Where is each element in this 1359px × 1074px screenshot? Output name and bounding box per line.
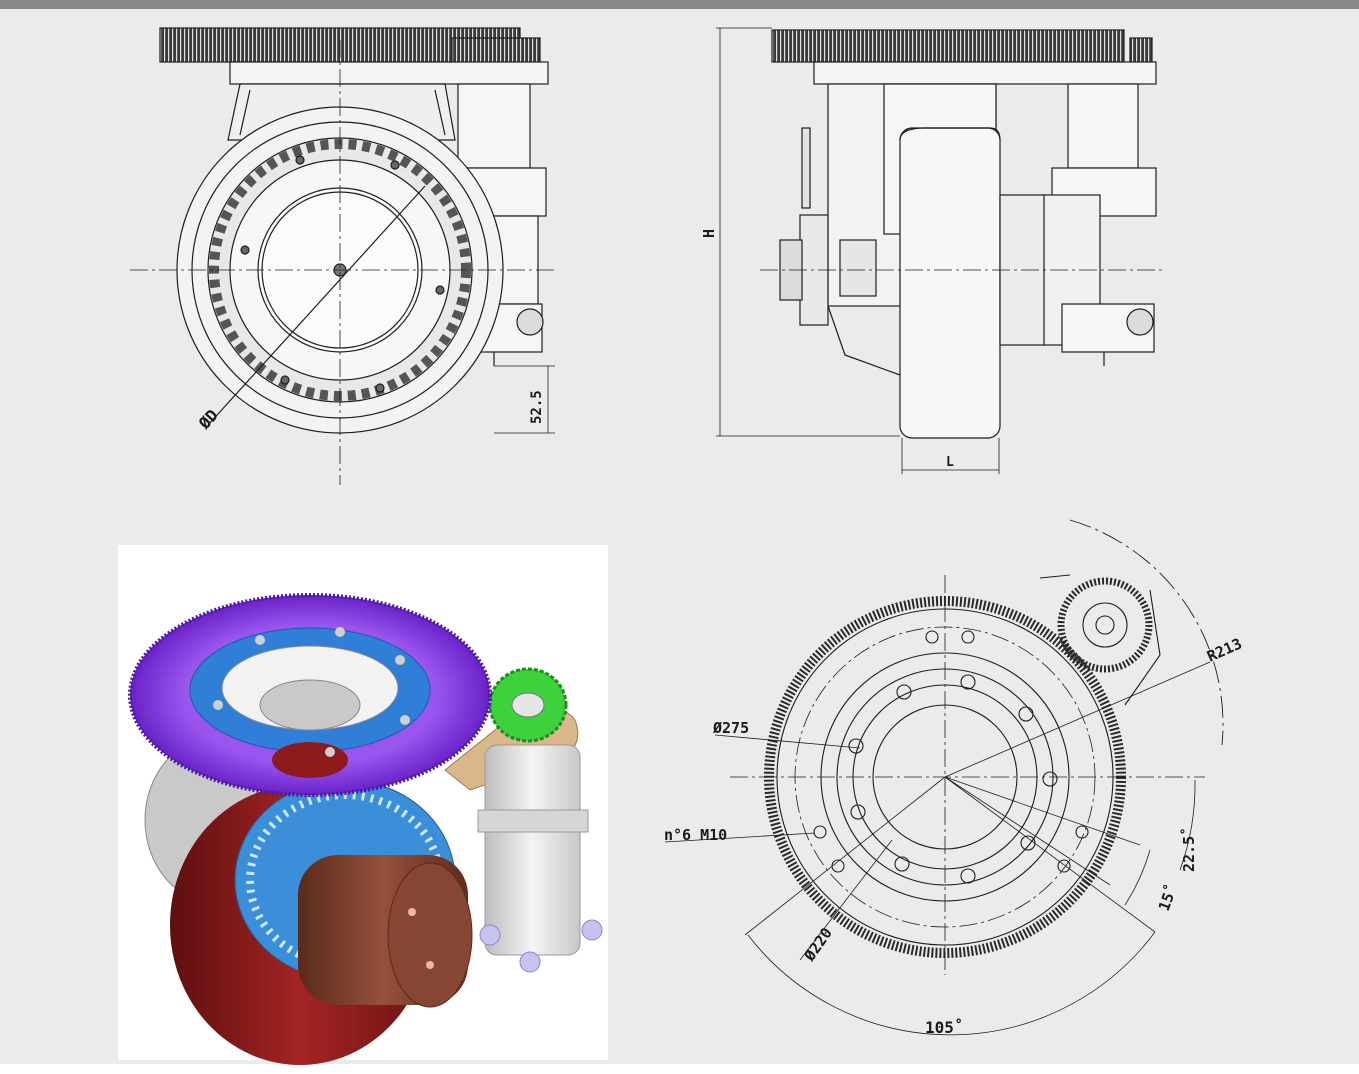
side-wheel [899,127,1001,439]
bottom-angle-105-label: 105˚ [925,1018,964,1037]
isometric-render [118,545,608,1065]
bottom-angle-15-label: 15˚ [1155,882,1181,914]
front-diameter-label: ØD [194,406,222,434]
bottom-ring-diameter-label: Ø275 [712,719,749,737]
side-height-label: H [700,229,718,238]
sheet-bottom-margin [0,1064,1359,1074]
bottom-radius-label: R213 [1204,635,1244,666]
front-offset-dimension: 52.5 [529,390,545,424]
side-ring-gear [771,29,1125,63]
bottom-pinion-gear [1057,577,1153,673]
render-steering-column [484,744,581,956]
side-view [716,27,1162,474]
front-view [130,27,555,485]
side-length-label: L [946,455,954,470]
bottom-angle-22-5-label: 22.5˚ [1180,827,1198,872]
bottom-pcd-label: Ø220 [800,924,836,965]
front-mounting-plate [229,61,549,85]
bottom-view [664,519,1224,1036]
bottom-bolt-spec-label: n°6 M10 [664,826,727,844]
sheet-top-border [0,0,1359,9]
